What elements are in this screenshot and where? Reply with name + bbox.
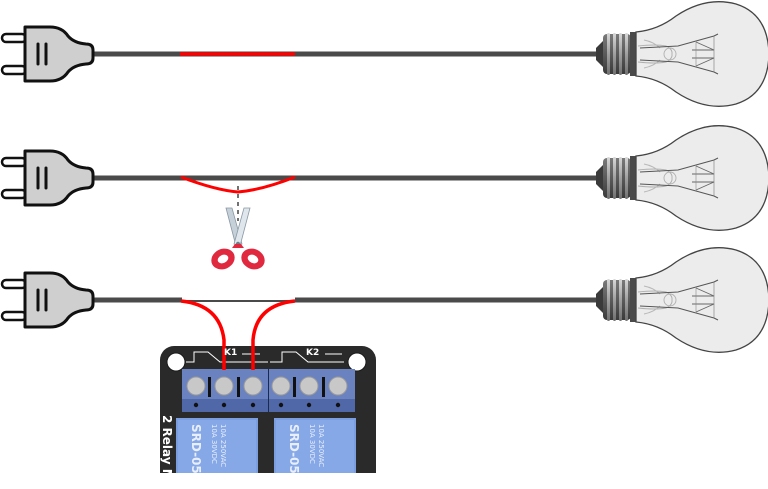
row-1-circuit bbox=[0, 1, 768, 107]
relay-k2-rating-ac: 10A 250VAC bbox=[317, 424, 325, 468]
terminal-screws-k2 bbox=[271, 376, 348, 408]
power-plug-icon bbox=[0, 25, 95, 83]
relay-wires bbox=[180, 299, 296, 370]
relay-channel-label-k2: K2 bbox=[306, 348, 320, 358]
scissors-icon bbox=[211, 207, 265, 270]
relay-k1-model: SRD-05 bbox=[189, 424, 203, 474]
wiring-diagram: K1 K2 2 Relay Mo SRD-05 10A 250VAC 10A 3… bbox=[0, 1, 768, 474]
power-plug-icon bbox=[0, 271, 95, 329]
power-plug-icon bbox=[0, 149, 95, 207]
terminal-screws-k1 bbox=[186, 376, 263, 408]
light-bulb-icon bbox=[595, 247, 768, 353]
diagram-svg bbox=[0, 1, 768, 473]
relay-k1-rating-ac: 10A 250VAC bbox=[219, 424, 227, 468]
relay-module bbox=[160, 346, 376, 473]
row-3-circuit bbox=[0, 247, 768, 353]
light-bulb-icon bbox=[595, 1, 768, 107]
light-bulb-icon bbox=[595, 125, 768, 231]
relay-module-name: 2 Relay Mo bbox=[160, 415, 174, 489]
row-2-circuit bbox=[0, 125, 768, 270]
relay-k1-rating-dc: 10A 30VDC bbox=[210, 424, 218, 464]
relay-channel-label-k1: K1 bbox=[224, 348, 238, 358]
relay-k2-rating-dc: 10A 30VDC bbox=[308, 424, 316, 464]
relay-k2-model: SRD-05 bbox=[287, 424, 301, 474]
